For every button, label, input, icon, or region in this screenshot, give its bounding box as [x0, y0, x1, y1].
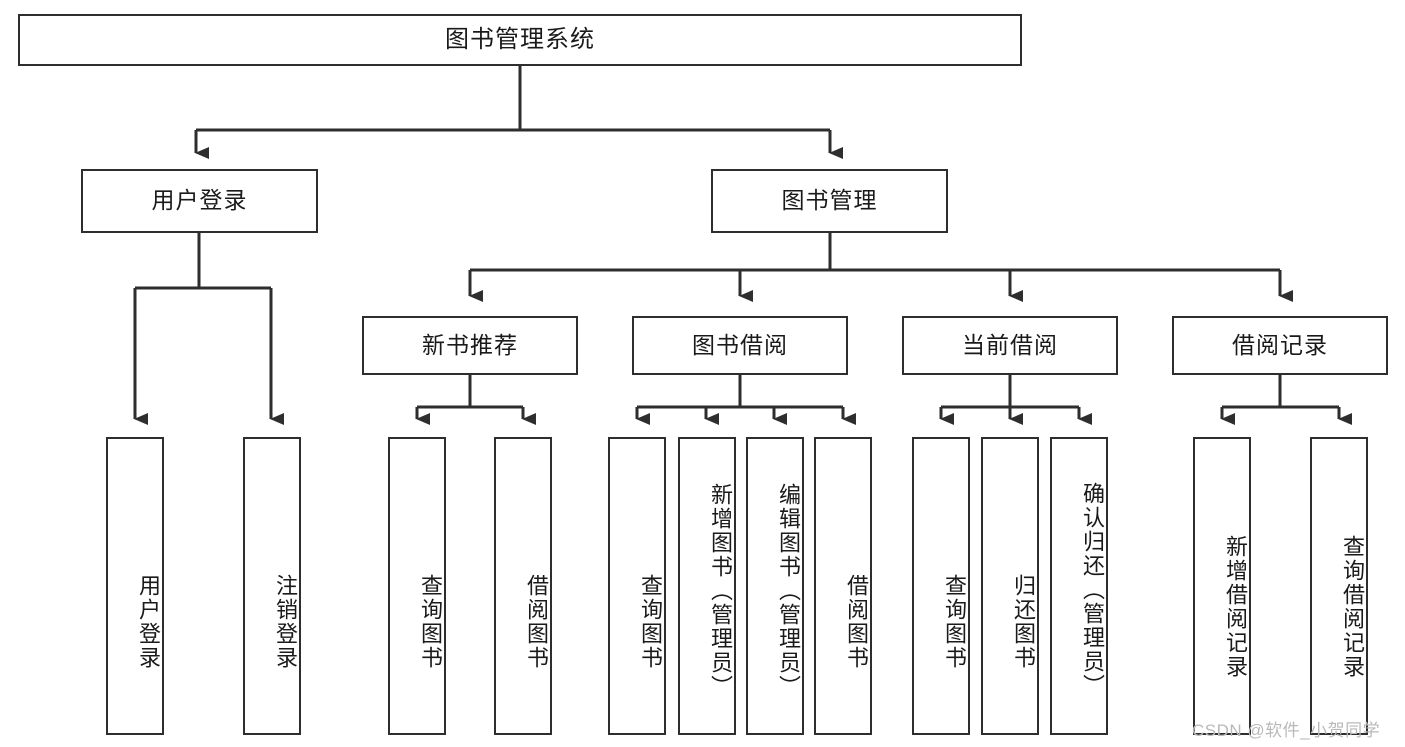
- node-current-borrowing[interactable]: 当前借阅: [902, 316, 1118, 375]
- leaf-current-confirm-return-admin[interactable]: 确认归还（管理员）: [1050, 437, 1108, 735]
- leaf-borrow-query-books[interactable]: 查询图书: [608, 437, 666, 735]
- leaf-record-add-borrow-record[interactable]: 新增借阅记录: [1193, 437, 1251, 735]
- node-label: 查询借阅记录: [1340, 535, 1365, 679]
- leaf-current-query-books[interactable]: 查询图书: [912, 437, 970, 735]
- node-label: 查询图书: [942, 574, 967, 670]
- node-label: 图书管理: [781, 187, 878, 214]
- node-new-book-recommendation[interactable]: 新书推荐: [362, 316, 578, 375]
- edges-new-book-to-leaves: [415, 375, 536, 425]
- node-label: 借阅图书: [844, 574, 869, 670]
- leaf-current-return-books[interactable]: 归还图书: [981, 437, 1039, 735]
- edges-user-login-to-leaves: [133, 233, 284, 425]
- leaf-borrow-borrow-books[interactable]: 借阅图书: [814, 437, 872, 735]
- node-user-login[interactable]: 用户登录: [81, 169, 318, 233]
- node-label: 用户登录: [151, 187, 248, 214]
- node-label: 查询图书: [418, 574, 443, 670]
- leaf-user-login-login[interactable]: 用户登录: [106, 437, 164, 735]
- leaf-user-login-logout[interactable]: 注销登录: [243, 437, 301, 735]
- leaf-new-book-query-books[interactable]: 查询图书: [388, 437, 446, 735]
- node-book-management[interactable]: 图书管理: [711, 169, 948, 233]
- leaf-borrow-add-book-admin[interactable]: 新增图书（管理员）: [678, 437, 736, 735]
- node-label: 借阅记录: [1232, 331, 1328, 358]
- edges-book-manage-to-level3: [468, 233, 1293, 302]
- node-label: 归还图书: [1011, 574, 1036, 670]
- edges-root-to-level2: [194, 66, 843, 159]
- node-label: 用户登录: [136, 574, 161, 670]
- edges-current-to-leaves: [939, 375, 1092, 425]
- node-book-borrowing[interactable]: 图书借阅: [632, 316, 848, 375]
- leaf-borrow-edit-book-admin[interactable]: 编辑图书（管理员）: [746, 437, 804, 735]
- node-label: 图书管理系统: [445, 25, 595, 53]
- node-label: 查询图书: [638, 574, 663, 670]
- node-label: 借阅图书: [524, 574, 549, 670]
- node-label: 新增借阅记录: [1223, 535, 1248, 679]
- node-label: 注销登录: [273, 574, 298, 670]
- node-label: 新增图书（管理员）: [708, 483, 733, 699]
- edges-record-to-leaves: [1220, 375, 1352, 425]
- node-label: 当前借阅: [962, 331, 1058, 358]
- leaf-new-book-borrow-books[interactable]: 借阅图书: [494, 437, 552, 735]
- edges-borrow-to-leaves: [635, 375, 856, 425]
- leaf-record-query-borrow-record[interactable]: 查询借阅记录: [1310, 437, 1368, 735]
- node-label: 确认归还（管理员）: [1080, 482, 1105, 698]
- node-label: 编辑图书（管理员）: [776, 483, 801, 699]
- node-borrowing-record[interactable]: 借阅记录: [1172, 316, 1388, 375]
- node-label: 图书借阅: [692, 331, 788, 358]
- node-root-book-management-system[interactable]: 图书管理系统: [18, 14, 1022, 66]
- node-label: 新书推荐: [422, 331, 518, 358]
